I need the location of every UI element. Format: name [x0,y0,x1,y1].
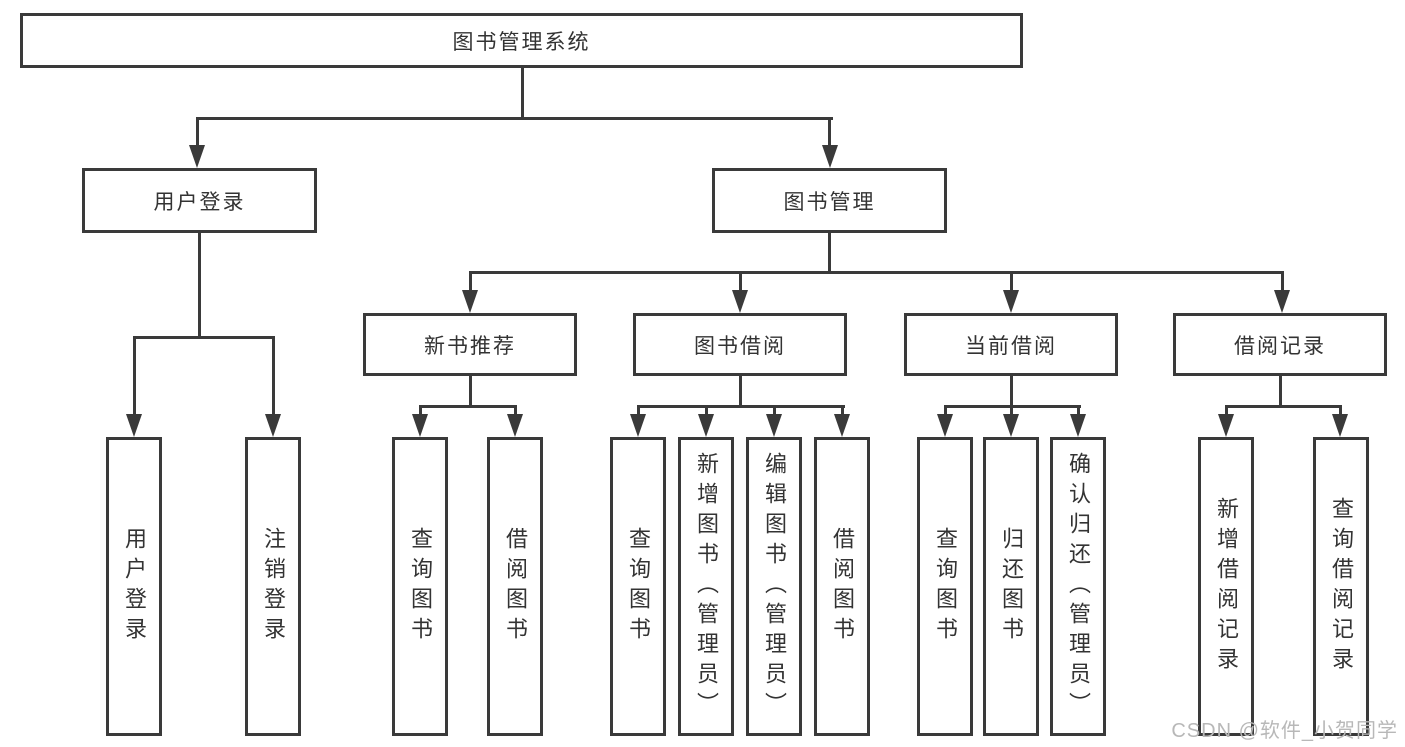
leaf-br-query-record-label: 查询借阅记录 [1329,496,1354,677]
arrow-down-icon [265,414,281,437]
leaf-nb-borrow-book: 借阅图书 [487,437,543,736]
leaf-cb-return-book: 归还图书 [983,437,1039,736]
leaf-bb-edit-book-admin-label: 编辑图书（管理员） [762,451,787,722]
connector-book-borrow-hline [637,405,845,408]
arrow-down-icon [189,145,205,168]
leaf-bb-add-book-admin-label: 新增图书（管理员） [694,451,719,722]
connector-drop-new-book-recommend [469,271,472,293]
leaf-logout-login-label: 注销登录 [261,526,286,647]
connector-drop-book-borrow [739,271,742,293]
leaf-bb-query-book: 查询图书 [610,437,666,736]
connector-borrow-records-hline [1225,405,1342,408]
leaf-logout-login: 注销登录 [245,437,301,736]
node-current-borrow-label: 当前借阅 [965,334,1057,358]
arrow-down-icon [126,414,142,437]
arrow-down-icon [937,414,953,437]
connector-book-management-stem [828,233,831,274]
arrow-down-icon [412,414,428,437]
arrow-down-icon [732,290,748,313]
leaf-cb-query-book: 查询图书 [917,437,973,736]
arrow-down-icon [766,414,782,437]
leaf-user-login: 用户登录 [106,437,162,736]
connector-drop-leaf [1339,405,1342,418]
leaf-br-query-record: 查询借阅记录 [1313,437,1369,736]
connector-current-borrow-stem [1010,376,1013,408]
connector-user-login-stem [198,233,201,339]
node-borrow-records: 借阅记录 [1173,313,1387,376]
connector-book-management-hline [469,271,1284,274]
leaf-nb-query-book: 查询图书 [392,437,448,736]
connector-drop-leaf [514,405,517,418]
connector-drop-current-borrow [1010,271,1013,293]
arrow-down-icon [507,414,523,437]
leaf-bb-borrow-book: 借阅图书 [814,437,870,736]
arrow-down-icon [822,145,838,168]
connector-user-login-hline [133,336,275,339]
connector-drop-leaf [1225,405,1228,418]
node-new-book-recommend: 新书推荐 [363,313,577,376]
node-current-borrow: 当前借阅 [904,313,1118,376]
connector-drop-user-login [196,117,199,149]
arrow-down-icon [1274,290,1290,313]
node-book-management: 图书管理 [712,168,947,233]
arrow-down-icon [1003,290,1019,313]
connector-drop-leaf [637,405,640,418]
leaf-cb-query-book-label: 查询图书 [933,526,958,647]
leaf-cb-return-book-label: 归还图书 [999,526,1024,647]
node-root: 图书管理系统 [20,13,1023,68]
node-new-book-recommend-label: 新书推荐 [424,334,516,358]
connector-drop-leaf [419,405,422,418]
leaf-bb-edit-book-admin: 编辑图书（管理员） [746,437,802,736]
arrow-down-icon [1218,414,1234,437]
node-book-borrow: 图书借阅 [633,313,847,376]
connector-new-book-recommend-stem [469,376,472,408]
connector-root-hline [196,117,833,120]
node-book-borrow-label: 图书借阅 [694,334,786,358]
leaf-nb-query-book-label: 查询图书 [408,526,433,647]
leaf-bb-query-book-label: 查询图书 [626,526,651,647]
leaf-cb-confirm-return-admin: 确认归还（管理员） [1050,437,1106,736]
connector-new-book-recommend-hline [419,405,517,408]
arrow-down-icon [462,290,478,313]
connector-drop-leaf [272,336,275,418]
connector-drop-leaf [944,405,947,418]
connector-borrow-records-stem [1279,376,1282,408]
arrow-down-icon [630,414,646,437]
arrow-down-icon [1332,414,1348,437]
connector-drop-leaf [133,336,136,418]
connector-drop-book-management [828,117,831,149]
arrow-down-icon [1070,414,1086,437]
watermark: CSDN @软件_小贺同学 [1171,720,1398,742]
node-user-login: 用户登录 [82,168,317,233]
connector-drop-leaf [1077,405,1080,418]
node-book-management-label: 图书管理 [783,190,876,214]
connector-drop-leaf [773,405,776,418]
connector-drop-leaf [705,405,708,418]
leaf-br-add-record-label: 新增借阅记录 [1214,496,1239,677]
arrow-down-icon [698,414,714,437]
connector-book-borrow-stem [739,376,742,408]
leaf-bb-add-book-admin: 新增图书（管理员） [678,437,734,736]
leaf-nb-borrow-book-label: 借阅图书 [503,526,528,647]
arrow-down-icon [834,414,850,437]
node-user-login-label: 用户登录 [153,190,246,214]
connector-root-stem [521,68,524,120]
node-borrow-records-label: 借阅记录 [1234,334,1326,358]
leaf-cb-confirm-return-admin-label: 确认归还（管理员） [1066,451,1091,722]
arrow-down-icon [1003,414,1019,437]
leaf-bb-borrow-book-label: 借阅图书 [830,526,855,647]
connector-drop-borrow-records [1281,271,1284,293]
connector-drop-leaf [1010,405,1013,418]
leaf-user-login-label: 用户登录 [122,526,147,647]
connector-drop-leaf [841,405,844,418]
leaf-br-add-record: 新增借阅记录 [1198,437,1254,736]
node-root-label: 图书管理系统 [452,30,591,54]
